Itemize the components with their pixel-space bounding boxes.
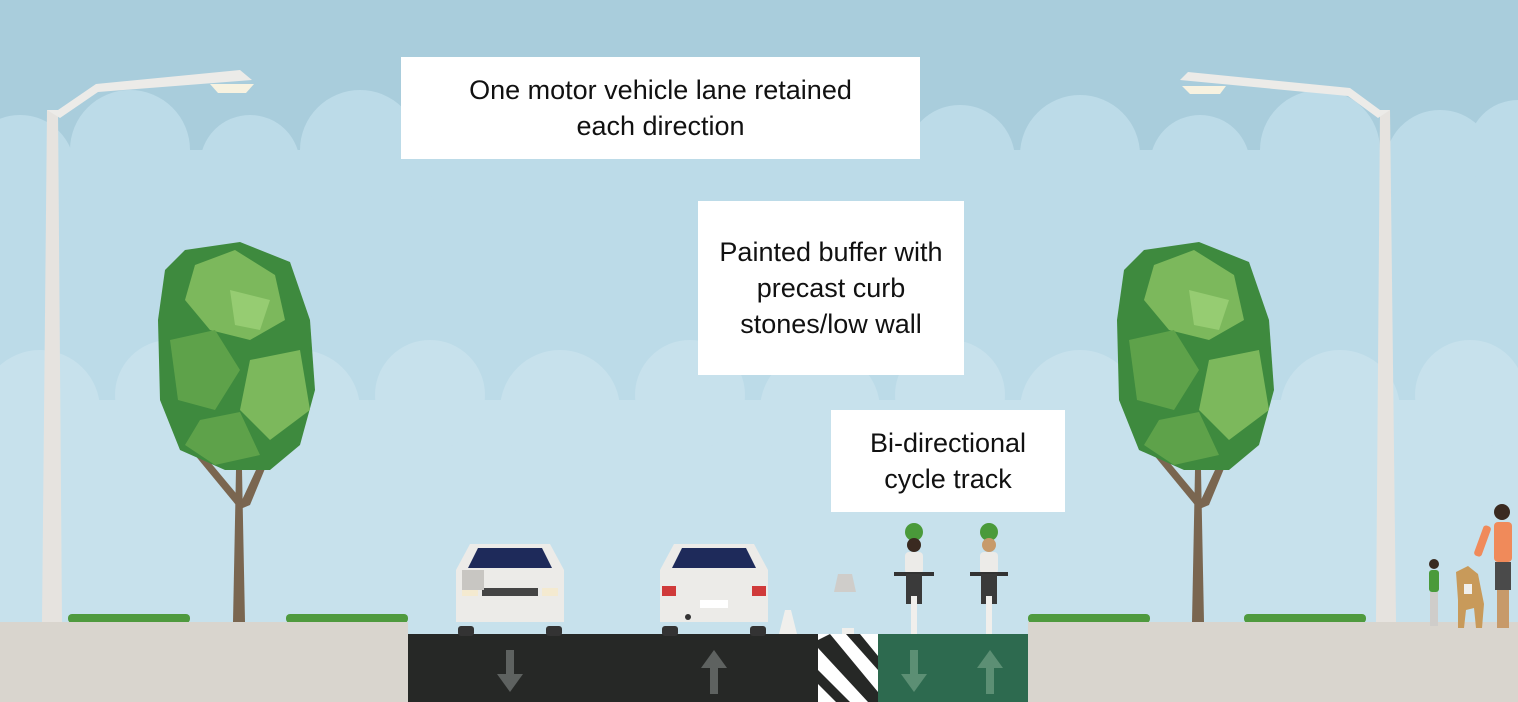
painted-buffer (818, 634, 878, 702)
dog-icon (1456, 566, 1484, 628)
cyclist-icon (970, 523, 1008, 634)
street-light-left (42, 70, 254, 622)
tree-right (1117, 242, 1274, 622)
car-front-icon (456, 544, 564, 636)
callout-painted-buffer: Painted buffer with precast curb stones/… (698, 201, 964, 375)
sidewalk-left (0, 622, 408, 702)
lane-arrow-down-icon (497, 650, 523, 692)
curb-stone-icon (834, 574, 856, 592)
adult-pedestrian-icon (1474, 504, 1512, 628)
curb-stone-icon (842, 628, 854, 634)
callout-painted-buffer-text: Painted buffer with precast curb stones/… (719, 237, 943, 339)
lane-arrow-up-icon (701, 650, 727, 694)
curb-stone-icon (779, 610, 797, 634)
tree-left (158, 242, 315, 622)
callout-motor-vehicle-lane: One motor vehicle lane retained each dir… (401, 57, 920, 159)
motor-vehicle-lanes (408, 634, 818, 702)
cycle-arrow-down-icon (901, 650, 927, 692)
cycle-arrow-up-icon (977, 650, 1003, 694)
cycle-track (878, 634, 1028, 702)
car-rear-icon (660, 544, 768, 636)
street-light-right (1180, 72, 1396, 622)
callout-cycle-track: Bi-directional cycle track (831, 410, 1065, 512)
callout-cycle-track-text: Bi-directional cycle track (869, 428, 1027, 494)
callout-motor-vehicle-lane-text: One motor vehicle lane retained each dir… (469, 75, 852, 141)
hedges (68, 614, 1366, 623)
cyclist-icon (894, 523, 934, 634)
sidewalk-right (1028, 622, 1518, 702)
child-pedestrian-icon (1429, 559, 1439, 626)
